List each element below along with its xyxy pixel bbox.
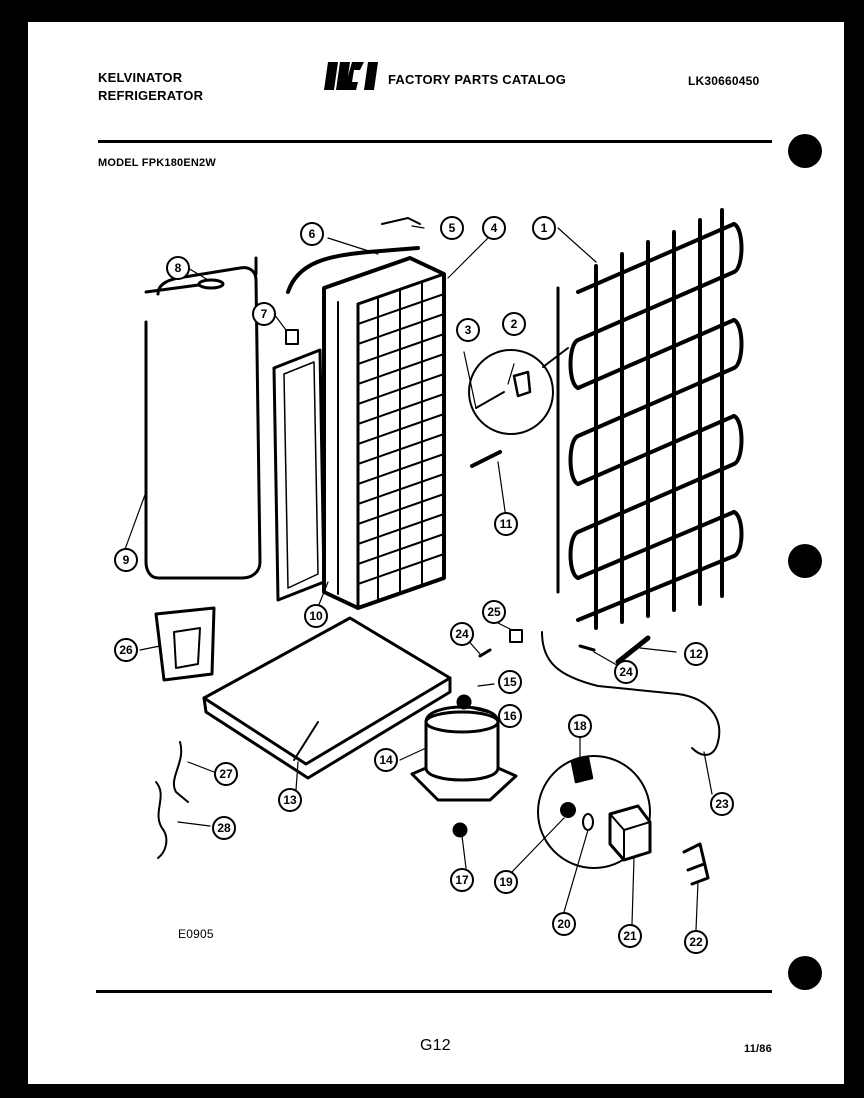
binder-hole-middle [788, 544, 822, 578]
callout-label-8: 8 [175, 261, 182, 275]
callout-label-28: 28 [217, 821, 231, 835]
callout-24a [614, 660, 638, 684]
callout-2 [502, 312, 526, 336]
callout-label-24b: 24 [455, 627, 469, 641]
bracket-part [154, 606, 216, 682]
callout-label-9: 9 [123, 553, 130, 567]
callout-27 [214, 762, 238, 786]
callout-label-19: 19 [499, 875, 513, 889]
callout-label-21: 21 [623, 929, 637, 943]
condenser-part [556, 208, 744, 630]
callout-26 [114, 638, 138, 662]
callout-label-1: 1 [541, 221, 548, 235]
harness-part [541, 631, 721, 756]
tube-part [286, 246, 420, 294]
clip-part [285, 329, 299, 345]
callout-25 [482, 600, 506, 624]
callout-6 [300, 222, 324, 246]
revision-date: 11/86 [744, 1043, 772, 1055]
callout-label-13: 13 [283, 793, 297, 807]
callout-16 [498, 704, 522, 728]
screw-part [478, 644, 596, 658]
drier-part [470, 450, 502, 468]
callout-5 [440, 216, 464, 240]
callout-label-12: 12 [689, 647, 703, 661]
relay-detail-circle [537, 755, 652, 869]
callout-label-26: 26 [119, 643, 133, 657]
fitting-part [381, 217, 421, 225]
callout-15 [498, 670, 522, 694]
callout-13 [278, 788, 302, 812]
heater-part [615, 635, 651, 665]
footer-rule [96, 990, 772, 993]
clip-22 [682, 842, 710, 886]
detail-circle-clip [468, 347, 569, 435]
callout-label-23: 23 [715, 797, 729, 811]
callout-label-16: 16 [503, 709, 517, 723]
diagram-code: E0905 [178, 927, 214, 941]
page-number: G12 [420, 1037, 451, 1054]
grommet-16 [460, 696, 472, 708]
callout-label-4: 4 [491, 221, 498, 235]
exploded-diagram: 1 2 3 4 5 6 7 8 9 10 11 12 13 14 15 16 1… [114, 208, 744, 954]
wci-logo [324, 62, 378, 90]
grommet-part [509, 629, 523, 643]
callout-label-25: 25 [487, 605, 501, 619]
shroud-panel-part [272, 348, 326, 602]
callout-3 [456, 318, 480, 342]
callout-label-7: 7 [261, 307, 268, 321]
wires-part [155, 741, 189, 859]
callouts [114, 216, 734, 954]
callout-label-3: 3 [465, 323, 472, 337]
grommet-17 [452, 822, 468, 838]
callout-label-10: 10 [309, 609, 323, 623]
callout-22 [684, 930, 708, 954]
callout-20 [552, 912, 576, 936]
callout-19 [494, 870, 518, 894]
evaporator-part [322, 256, 446, 610]
callout-12 [684, 642, 708, 666]
callout-label-15: 15 [503, 675, 517, 689]
callout-label-24a: 24 [619, 665, 633, 679]
callout-17 [450, 868, 474, 892]
binder-hole-top [788, 134, 822, 168]
gasket-wire-part [144, 256, 262, 580]
callout-11 [494, 512, 518, 536]
header-rule [98, 140, 772, 143]
callout-label-14: 14 [379, 753, 393, 767]
model-number: MODEL FPK180EN2W [98, 157, 216, 169]
callout-14 [374, 748, 398, 772]
callout-label-22: 22 [689, 935, 703, 949]
callout-7 [252, 302, 276, 326]
catalog-number: LK30660450 [688, 74, 760, 88]
callout-28 [212, 816, 236, 840]
callout-9 [114, 548, 138, 572]
drain-pan-part [202, 616, 452, 780]
callout-label-20: 20 [557, 917, 571, 931]
callout-10 [304, 604, 328, 628]
callout-label-11: 11 [500, 517, 513, 531]
catalog-title: FACTORY PARTS CATALOG [388, 72, 567, 87]
callout-1 [532, 216, 556, 240]
callout-label-5: 5 [449, 221, 456, 235]
binder-hole-bottom [788, 956, 822, 990]
brand-line-2: REFRIGERATOR [98, 88, 204, 103]
callout-24b [450, 622, 474, 646]
brand-line-1: KELVINATOR [98, 70, 183, 85]
callout-label-27: 27 [219, 767, 233, 781]
callout-21 [618, 924, 642, 948]
callout-label-6: 6 [309, 227, 316, 241]
callout-4 [482, 216, 506, 240]
callout-label-18: 18 [573, 719, 587, 733]
callout-8 [166, 256, 190, 280]
callout-label-2: 2 [511, 317, 518, 331]
callout-23 [710, 792, 734, 816]
catalog-sheet: KELVINATOR REFRIGERATOR FACTORY PARTS CA… [28, 22, 844, 1084]
callout-label-17: 17 [455, 873, 469, 887]
callout-18 [568, 714, 592, 738]
